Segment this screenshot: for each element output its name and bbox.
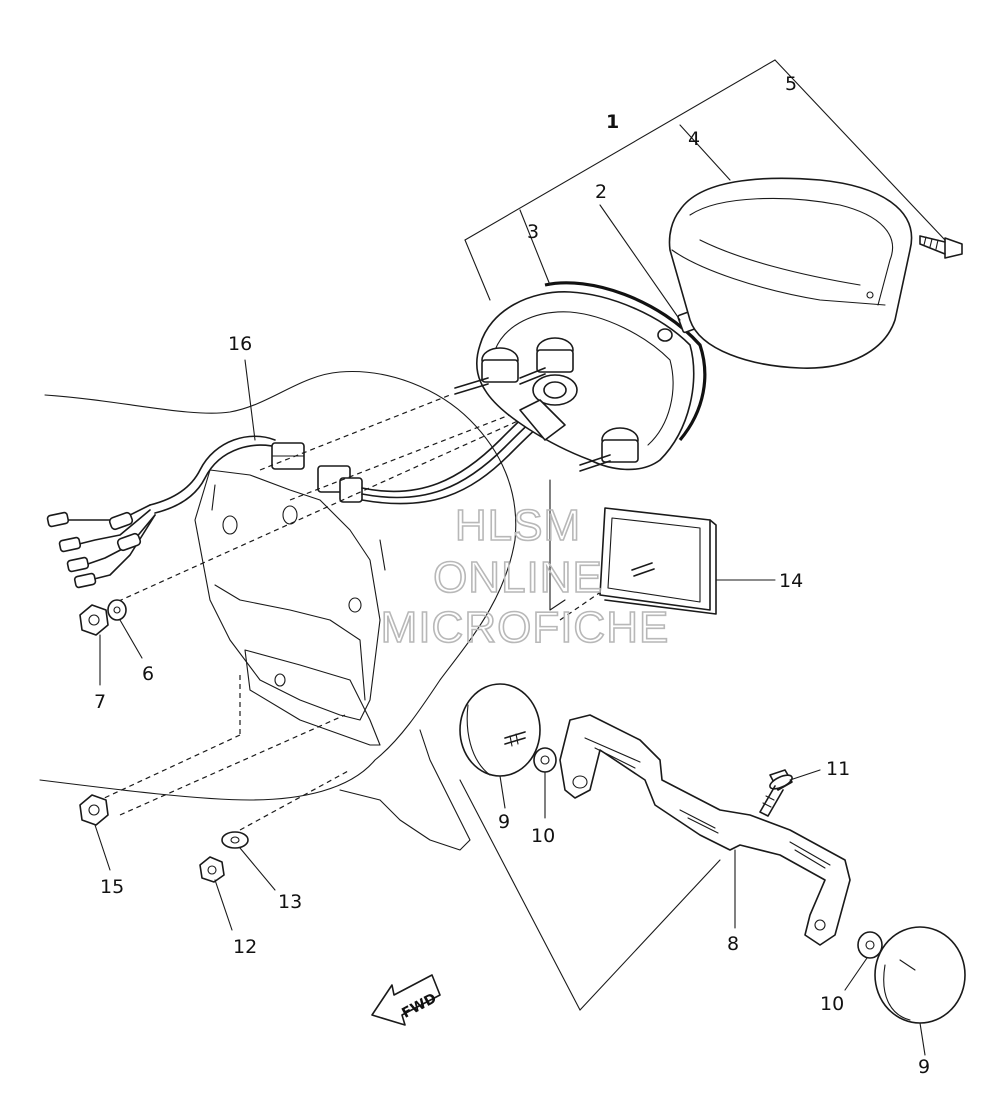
washer-6	[107, 599, 127, 621]
callout-1: 1	[606, 111, 619, 133]
reflector	[599, 507, 717, 615]
watermark-line-2: ONLINE	[433, 553, 603, 602]
leader-lines	[94, 59, 946, 1056]
callout-5: 5	[785, 73, 797, 95]
callout-8: 8	[727, 933, 739, 955]
bolt-11	[759, 769, 793, 817]
washer-13	[221, 831, 249, 849]
rear-fender	[39, 370, 517, 851]
callout-13: 13	[278, 891, 302, 913]
callout-7: 7	[94, 691, 106, 713]
callout-9-upper: 9	[498, 811, 510, 833]
callout-12: 12	[233, 936, 257, 958]
wire-harness	[46, 399, 559, 589]
callout-14: 14	[779, 570, 803, 592]
rubber-cap-left	[459, 683, 541, 777]
washer-left	[533, 747, 557, 773]
watermark-line-1: HLSM	[455, 501, 581, 550]
watermark: HLSM ONLINE MICROFICHE	[380, 500, 670, 653]
callout-4: 4	[688, 128, 700, 150]
lens	[668, 177, 913, 369]
callout-16: 16	[228, 333, 252, 355]
nut-7	[79, 604, 109, 636]
callout-11: 11	[826, 758, 850, 780]
nut-12	[199, 856, 225, 883]
callout-numbers: 1 2 3 4 5 6 7 8 9 9 10 10 11 12 13 14 15…	[94, 73, 930, 1078]
nut-15	[79, 794, 109, 826]
callout-10-upper: 10	[531, 825, 555, 847]
callout-2: 2	[595, 181, 607, 203]
callout-6: 6	[142, 663, 154, 685]
bracket	[559, 714, 851, 946]
tail-light-base	[454, 281, 707, 472]
washer-right	[857, 931, 883, 959]
callout-15: 15	[100, 876, 124, 898]
watermark-line-3: MICROFICHE	[381, 603, 670, 652]
callout-3: 3	[527, 221, 539, 243]
rubber-cap-right	[874, 926, 966, 1024]
callout-9-lower: 9	[918, 1056, 930, 1078]
screw-5	[919, 235, 963, 259]
callout-10-lower: 10	[820, 993, 844, 1015]
forward-direction-arrow: FWD	[371, 974, 441, 1026]
